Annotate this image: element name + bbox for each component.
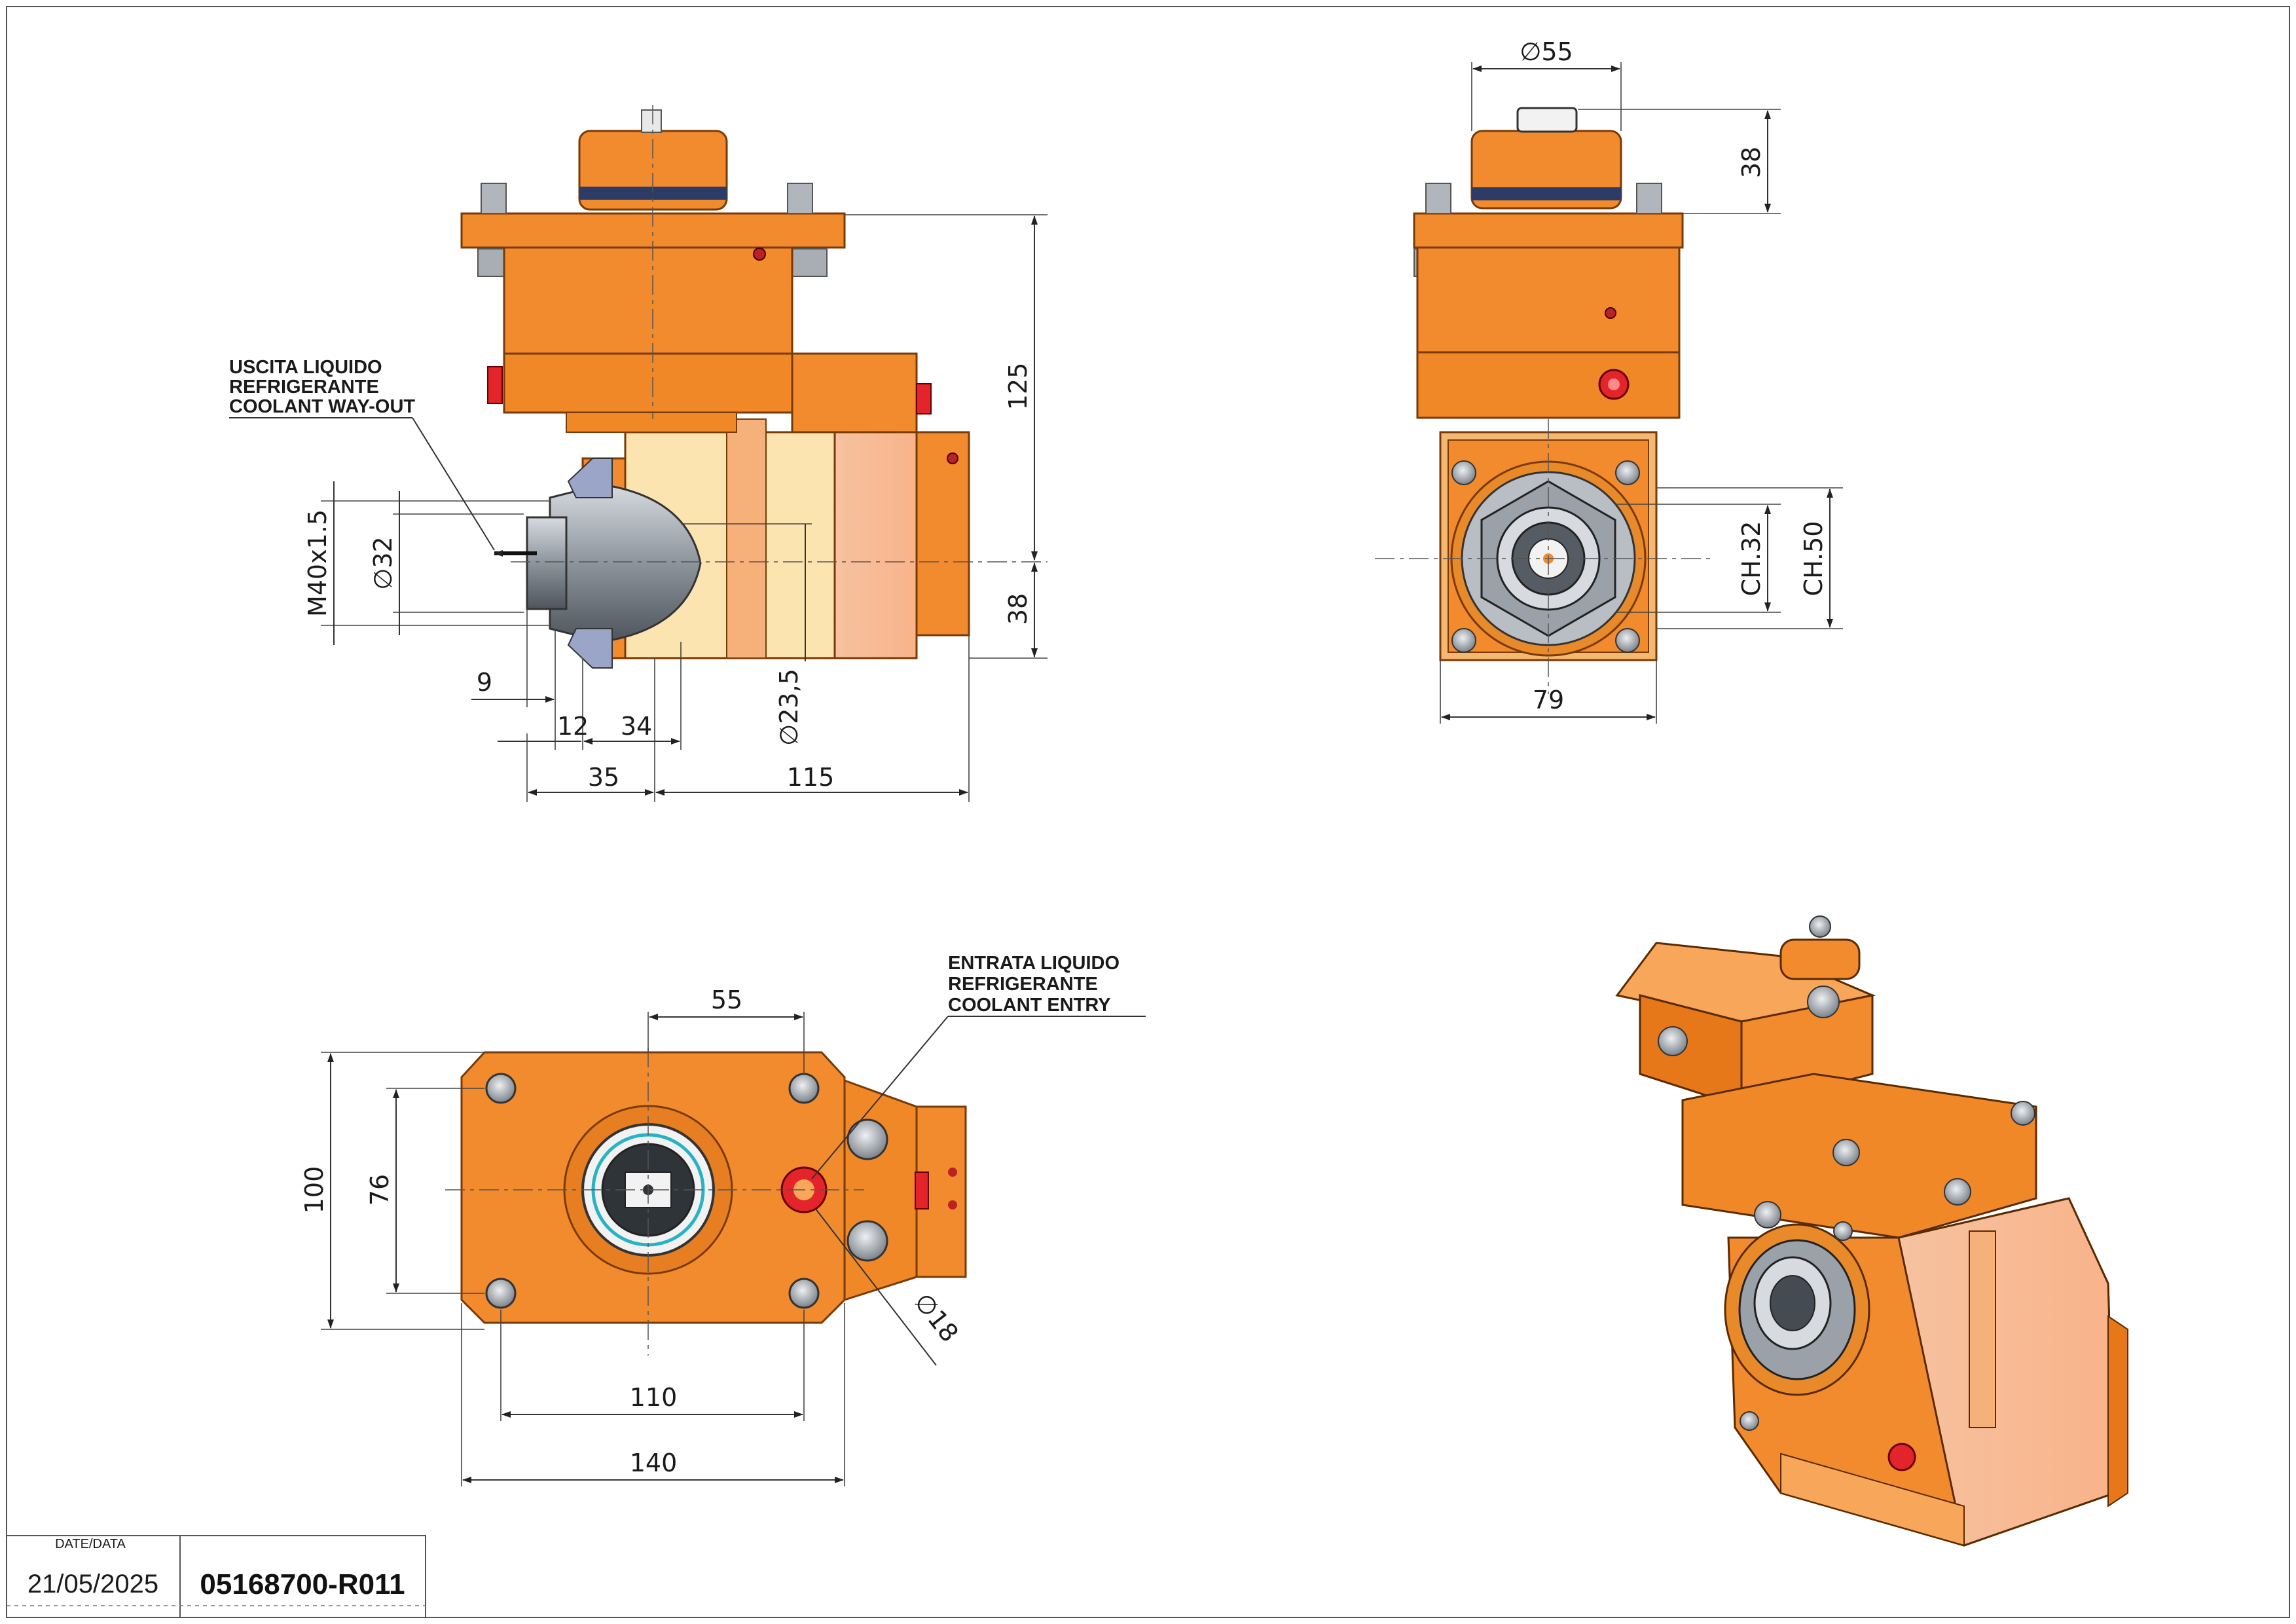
dim-dia-18: ∅18 xyxy=(909,1287,964,1347)
note-out-line-1: USCITA LIQUIDO xyxy=(229,357,382,378)
dim-thread-m40: M40x1.5 xyxy=(303,509,332,617)
note-in-line-3: COOLANT ENTRY xyxy=(948,995,1111,1016)
dim-width-140: 140 xyxy=(630,1449,678,1477)
dim-height-125: 125 xyxy=(1004,363,1032,411)
front-view-dimensions: ∅55 38 CH.32 CH.50 79 xyxy=(1440,37,1843,724)
note-in-line-1: ENTRATA LIQUIDO xyxy=(948,953,1120,974)
dim-len-115: 115 xyxy=(787,763,835,792)
dim-ch-50: CH.50 xyxy=(1799,521,1828,597)
front-view xyxy=(1375,107,1715,694)
dim-len-35: 35 xyxy=(588,763,619,792)
title-date-label: DATE/DATA xyxy=(55,1537,126,1551)
dim-dia-55: ∅55 xyxy=(1520,37,1573,66)
note-coolant-entry: ENTRATA LIQUIDO REFRIGERANTE COOLANT ENT… xyxy=(811,953,1146,1179)
dim-len-9: 9 xyxy=(477,668,492,697)
dim-width-55-top: 55 xyxy=(711,986,742,1014)
title-date: 21/05/2025 xyxy=(27,1570,158,1598)
note-in-line-2: REFRIGERANTE xyxy=(948,974,1098,995)
side-view xyxy=(460,105,1048,669)
note-coolant-way-out: USCITA LIQUIDO REFRIGERANTE COOLANT WAY-… xyxy=(229,357,495,551)
drawing-border xyxy=(6,6,2290,1618)
dim-dia-32-side: ∅32 xyxy=(369,536,397,589)
dim-height-76: 76 xyxy=(365,1174,394,1206)
title-drawing-code: 05168700-R011 xyxy=(200,1568,405,1600)
dim-len-12: 12 xyxy=(557,712,589,741)
dim-width-110: 110 xyxy=(630,1383,678,1412)
dim-height-100: 100 xyxy=(300,1166,329,1214)
side-view-dimensions: 125 38 M40x1.5 ∅32 ∅23,5 9 12 34 35 115 xyxy=(303,214,1048,802)
dim-ch-32: CH.32 xyxy=(1737,521,1766,597)
dim-width-79: 79 xyxy=(1533,686,1564,714)
top-view xyxy=(445,1048,967,1356)
title-block: DATE/DATA 21/05/2025 05168700-R011 xyxy=(6,1535,426,1618)
isometric-view xyxy=(1615,915,2128,1547)
dim-height-38-front: 38 xyxy=(1737,147,1766,178)
note-out-line-2: REFRIGERANTE xyxy=(229,377,379,397)
note-out-line-3: COOLANT WAY-OUT xyxy=(229,396,415,417)
dim-len-34: 34 xyxy=(621,712,652,741)
dim-height-38-side: 38 xyxy=(1004,593,1032,625)
dim-dia-23-5: ∅23,5 xyxy=(774,669,803,746)
